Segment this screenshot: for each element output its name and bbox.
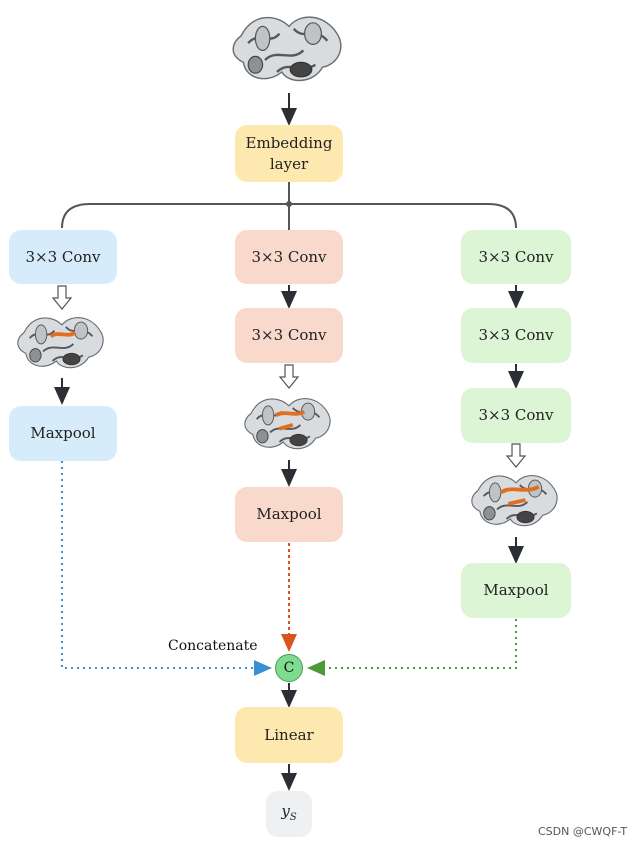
concat-node: C: [275, 654, 303, 682]
hollow-arrow-left: [51, 285, 73, 310]
right-conv-2-box: 3×3 Conv: [461, 308, 571, 363]
embedding-layer-box: Embedding layer: [235, 125, 343, 182]
right-maxpool-box: Maxpool: [461, 563, 571, 618]
hollow-arrow-middle: [278, 364, 300, 389]
dotted-path-right-to-concat: [307, 619, 517, 676]
right-conv-3-box: 3×3 Conv: [461, 388, 571, 443]
left-maxpool-label: Maxpool: [30, 424, 96, 442]
middle-conv-2-label: 3×3 Conv: [251, 326, 327, 344]
output-subscript: S: [289, 811, 297, 823]
right-conv-1-label: 3×3 Conv: [478, 247, 554, 266]
output-base: y: [281, 801, 290, 820]
middle-maxpool-label: Maxpool: [256, 505, 322, 523]
embedding-label-line1: Embedding: [245, 133, 333, 152]
feature-protein-structure-highlighted-icon-right: [470, 474, 559, 527]
middle-conv-2-box: 3×3 Conv: [235, 308, 343, 363]
left-conv-1-box: 3×3 Conv: [9, 230, 117, 284]
feature-protein-structure-highlighted-icon-middle: [243, 397, 332, 450]
linear-label: Linear: [264, 725, 314, 744]
left-maxpool-box: Maxpool: [9, 406, 117, 461]
embedding-label-line2: layer: [269, 154, 309, 173]
feature-protein-structure-highlighted-icon-left: [16, 316, 105, 369]
middle-maxpool-box: Maxpool: [235, 487, 343, 542]
linear-box: Linear: [235, 707, 343, 763]
concatenate-label: Concatenate: [168, 638, 258, 654]
right-maxpool-label: Maxpool: [483, 581, 549, 599]
output-label: yS: [281, 801, 296, 828]
watermark: CSDN @CWQF-T: [538, 825, 628, 838]
right-conv-3-label: 3×3 Conv: [478, 406, 554, 424]
output-box: yS: [266, 791, 312, 837]
input-protein-structure-icon: [231, 15, 343, 82]
middle-conv-1-label: 3×3 Conv: [251, 247, 327, 266]
left-conv-1-label: 3×3 Conv: [25, 247, 101, 266]
right-conv-2-label: 3×3 Conv: [478, 326, 554, 344]
middle-conv-1-box: 3×3 Conv: [235, 230, 343, 284]
right-conv-1-box: 3×3 Conv: [461, 230, 571, 284]
concat-node-label: C: [283, 660, 295, 676]
hollow-arrow-right: [505, 443, 527, 468]
